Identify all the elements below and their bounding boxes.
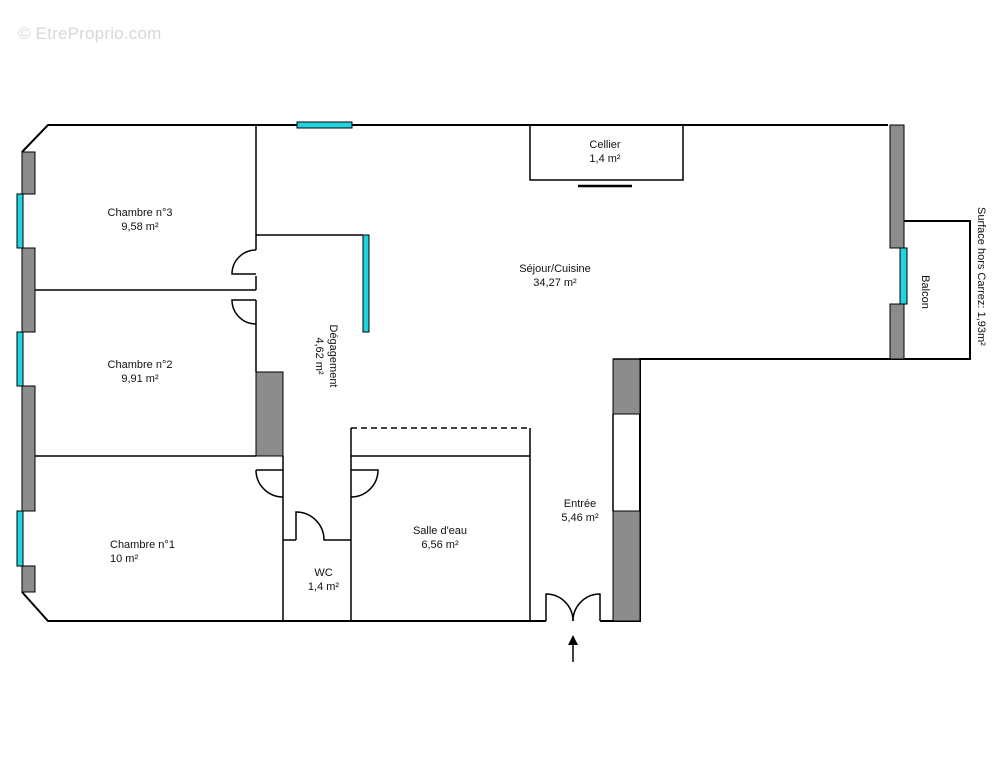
outer-wall-bottom	[21, 591, 546, 622]
balcony-note-text: Surface hors Carrez: 1,93m²	[975, 207, 987, 346]
doors	[231, 249, 601, 622]
outer-wall-bottom-right	[600, 358, 904, 622]
room-label-salle-eau: Salle d'eau 6,56 m²	[395, 524, 485, 552]
window-balcony	[899, 247, 908, 305]
room-name: WC	[314, 567, 333, 579]
room-label-sejour: Séjour/Cuisine 34,27 m²	[505, 262, 605, 290]
door-wc	[295, 511, 351, 541]
room-name: Séjour/Cuisine	[519, 263, 591, 275]
corridor-wall-block	[255, 371, 284, 457]
room-name: Chambre n°1	[110, 539, 175, 551]
room-name: Dégagement	[327, 324, 339, 388]
room-label-degagement: Dégagement 4,62 m²	[312, 316, 340, 396]
entrance-door-right	[572, 593, 601, 622]
window-chambre3	[16, 193, 24, 249]
room-area: 5,46 m²	[561, 512, 599, 524]
right-wall-block-top	[889, 124, 905, 249]
room-label-entree: Entrée 5,46 m²	[550, 497, 610, 525]
room-label-chambre3: Chambre n°3 9,58 m²	[95, 206, 185, 234]
room-area: 10 m²	[110, 553, 139, 565]
balcony-outline	[904, 220, 971, 360]
room-name: Salle d'eau	[412, 525, 468, 537]
entrance-door-left	[545, 593, 574, 622]
watermark: © EtreProprio.com	[18, 24, 162, 43]
left-wall-block-3	[21, 385, 36, 512]
room-name: Balcon	[919, 275, 931, 309]
room-label-cellier: Cellier 1,4 m²	[570, 138, 640, 166]
room-label-balcon: Balcon	[918, 262, 932, 322]
door-salle-eau	[350, 469, 379, 498]
door-chambre1	[255, 469, 284, 498]
entrance-wall-block-top	[612, 358, 641, 415]
window-chambre1	[16, 510, 24, 567]
room-area: 1,4 m²	[589, 153, 621, 165]
room-area: 9,58 m²	[121, 221, 159, 233]
windows	[16, 121, 908, 567]
room-name: Cellier	[589, 139, 621, 151]
window-top	[296, 121, 353, 129]
room-area: 34,27 m²	[533, 277, 577, 289]
interior-walls	[35, 125, 684, 621]
left-wall-block-2	[21, 247, 36, 333]
room-name: Entrée	[563, 498, 597, 510]
right-wall-block-bottom	[889, 303, 905, 360]
left-wall-block-4	[21, 565, 36, 593]
door-chambre2	[231, 299, 257, 325]
room-label-chambre1: Chambre n°1 10 m²	[110, 538, 200, 566]
wall-cellier	[529, 125, 684, 181]
room-area: 6,56 m²	[421, 539, 459, 551]
room-label-wc: WC 1,4 m²	[296, 566, 351, 594]
room-name: Chambre n°3	[107, 207, 173, 219]
room-area: 9,91 m²	[121, 373, 159, 385]
entrance-wall-block-bottom	[612, 510, 641, 622]
window-chambre2	[16, 331, 24, 387]
room-area: 4,62 m²	[313, 337, 325, 375]
balcony-note: Surface hors Carrez: 1,93m²	[974, 207, 988, 357]
room-name: Chambre n°2	[107, 359, 173, 371]
arrow-up-icon	[568, 635, 578, 662]
window-degagement	[362, 234, 370, 333]
left-wall-block-1	[21, 151, 36, 195]
wall-blocks	[21, 124, 905, 622]
outer-wall-top-left	[21, 124, 888, 153]
door-chambre3	[231, 249, 257, 275]
room-area: 1,4 m²	[307, 581, 340, 593]
room-label-chambre2: Chambre n°2 9,91 m²	[95, 358, 185, 386]
